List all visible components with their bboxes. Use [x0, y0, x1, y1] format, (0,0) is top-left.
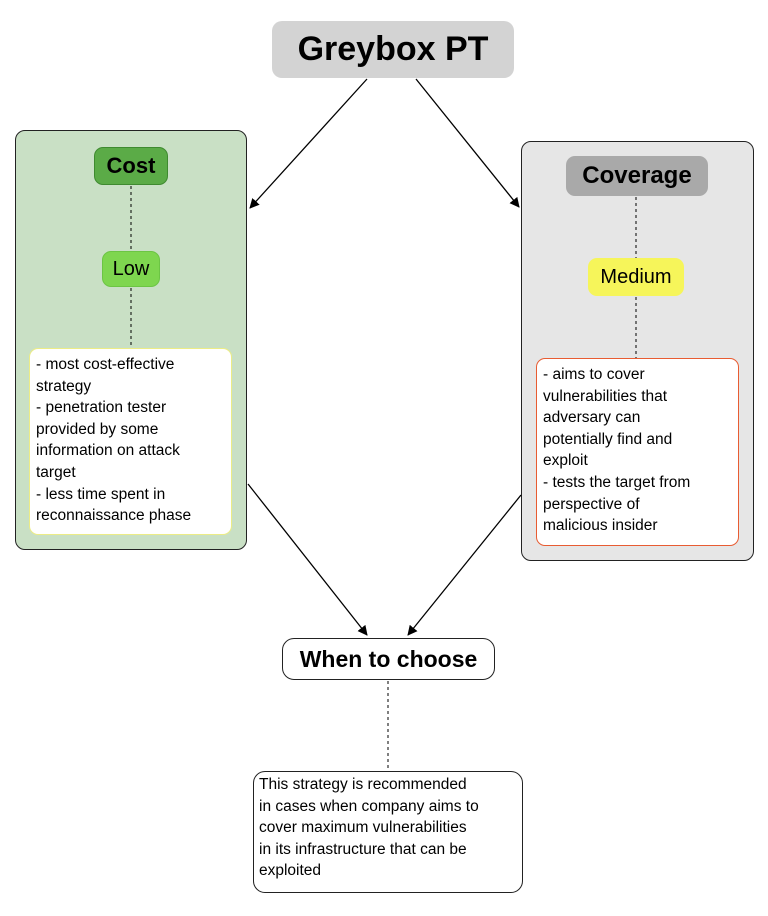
- when-to-choose-heading: When to choose: [282, 638, 495, 680]
- recommendation-line: in its infrastructure that can be: [259, 840, 467, 858]
- recommendation-box: This strategy is recommended in cases wh…: [253, 771, 523, 893]
- coverage-note-line: potentially find and: [543, 430, 673, 448]
- coverage-note-line: - tests the target from: [543, 473, 691, 491]
- cost-level-badge: Low: [102, 251, 160, 287]
- diagram-title: Greybox PT: [272, 21, 514, 78]
- cost-note-line: strategy: [36, 377, 92, 395]
- cost-notes: - most cost-effective strategy - penetra…: [29, 348, 232, 535]
- coverage-label: Coverage: [566, 156, 708, 196]
- coverage-notes: - aims to cover vulnerabilities that adv…: [536, 358, 739, 546]
- recommendation-line: in cases when company aims to: [259, 797, 479, 815]
- coverage-note-line: vulnerabilities that: [543, 387, 668, 405]
- cost-note-line: target: [36, 463, 76, 481]
- cost-note-line: - most cost-effective: [36, 356, 175, 373]
- recommendation-line: This strategy is recommended: [259, 776, 467, 793]
- arrow-title-to-coverage: [415, 78, 520, 208]
- cost-note-line: reconnaissance phase: [36, 507, 192, 525]
- recommendation-line: exploited: [259, 862, 322, 880]
- recommendation-line: cover maximum vulnerabilities: [259, 819, 467, 837]
- cost-label: Cost: [94, 147, 168, 185]
- coverage-note-line: malicious insider: [543, 517, 658, 535]
- cost-note-line: provided by some: [36, 420, 159, 438]
- cost-note-line: information on attack: [36, 442, 180, 460]
- coverage-note-line: perspective of: [543, 495, 640, 513]
- cost-note-line: - penetration tester: [36, 399, 167, 417]
- coverage-level-badge: Medium: [588, 258, 684, 296]
- arrow-title-to-cost: [249, 78, 368, 209]
- coverage-note-line: adversary can: [543, 409, 641, 427]
- arrow-cost-to-when: [247, 483, 368, 636]
- coverage-note-line: - aims to cover: [543, 366, 645, 383]
- cost-note-line: - less time spent in: [36, 485, 166, 503]
- coverage-note-line: exploit: [543, 452, 588, 470]
- arrow-coverage-to-when: [407, 494, 522, 636]
